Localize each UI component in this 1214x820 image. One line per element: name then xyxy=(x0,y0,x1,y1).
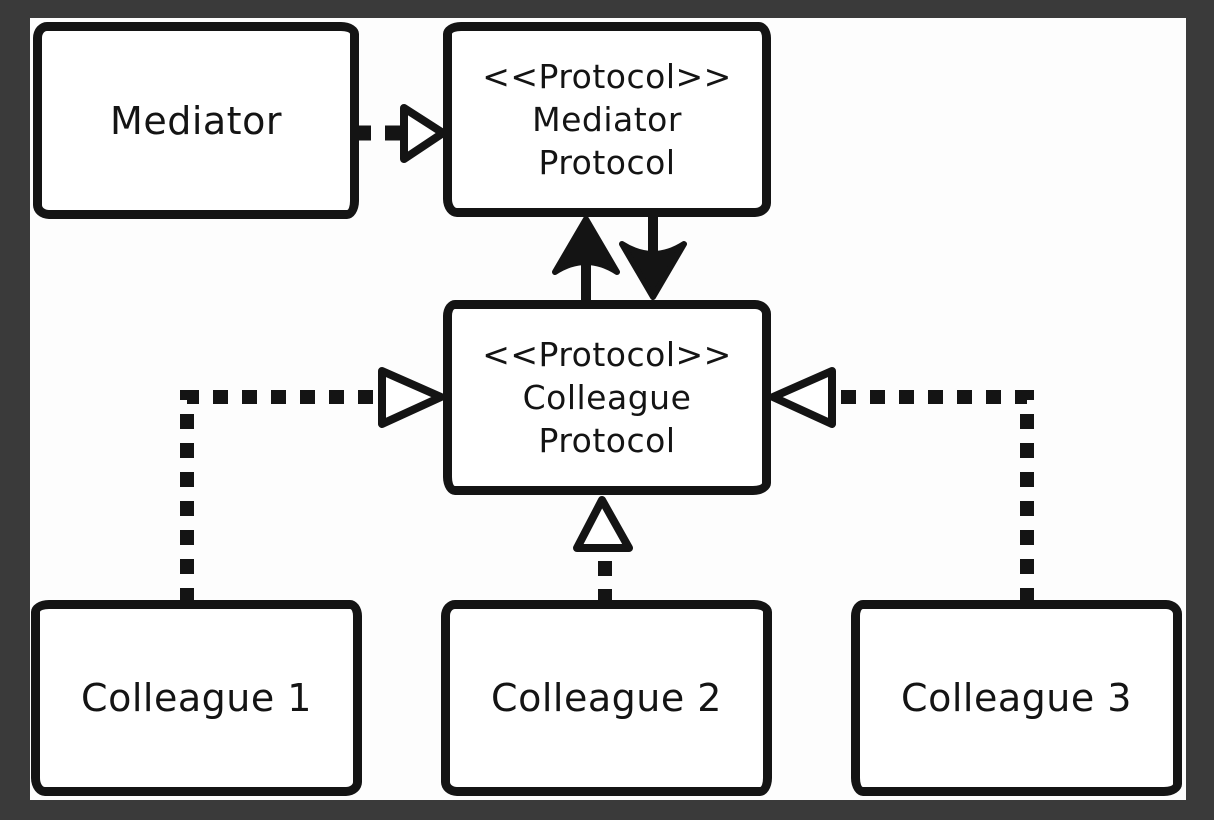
node-colleague-1-label: Colleague 1 xyxy=(81,676,312,720)
node-colleague-protocol-name-line1: Colleague xyxy=(522,378,692,417)
node-colleague-2-label: Colleague 2 xyxy=(491,676,722,720)
node-colleague-1: Colleague 1 xyxy=(31,600,362,796)
stereotype-label: <<Protocol>> xyxy=(482,57,732,96)
node-colleague-2: Colleague 2 xyxy=(441,600,772,796)
node-mediator-protocol-name-line1: Mediator xyxy=(532,100,682,139)
node-colleague-protocol: <<Protocol>> Colleague Protocol xyxy=(443,300,771,495)
node-mediator: Mediator xyxy=(33,22,359,219)
node-colleague-3: Colleague 3 xyxy=(851,600,1182,796)
node-colleague-protocol-name-line2: Protocol xyxy=(538,421,676,460)
node-colleague-3-label: Colleague 3 xyxy=(901,676,1132,720)
node-mediator-protocol: <<Protocol>> Mediator Protocol xyxy=(443,22,771,217)
node-mediator-protocol-name-line2: Protocol xyxy=(538,143,676,182)
stereotype-label: <<Protocol>> xyxy=(482,335,732,374)
node-mediator-label: Mediator xyxy=(110,98,282,143)
